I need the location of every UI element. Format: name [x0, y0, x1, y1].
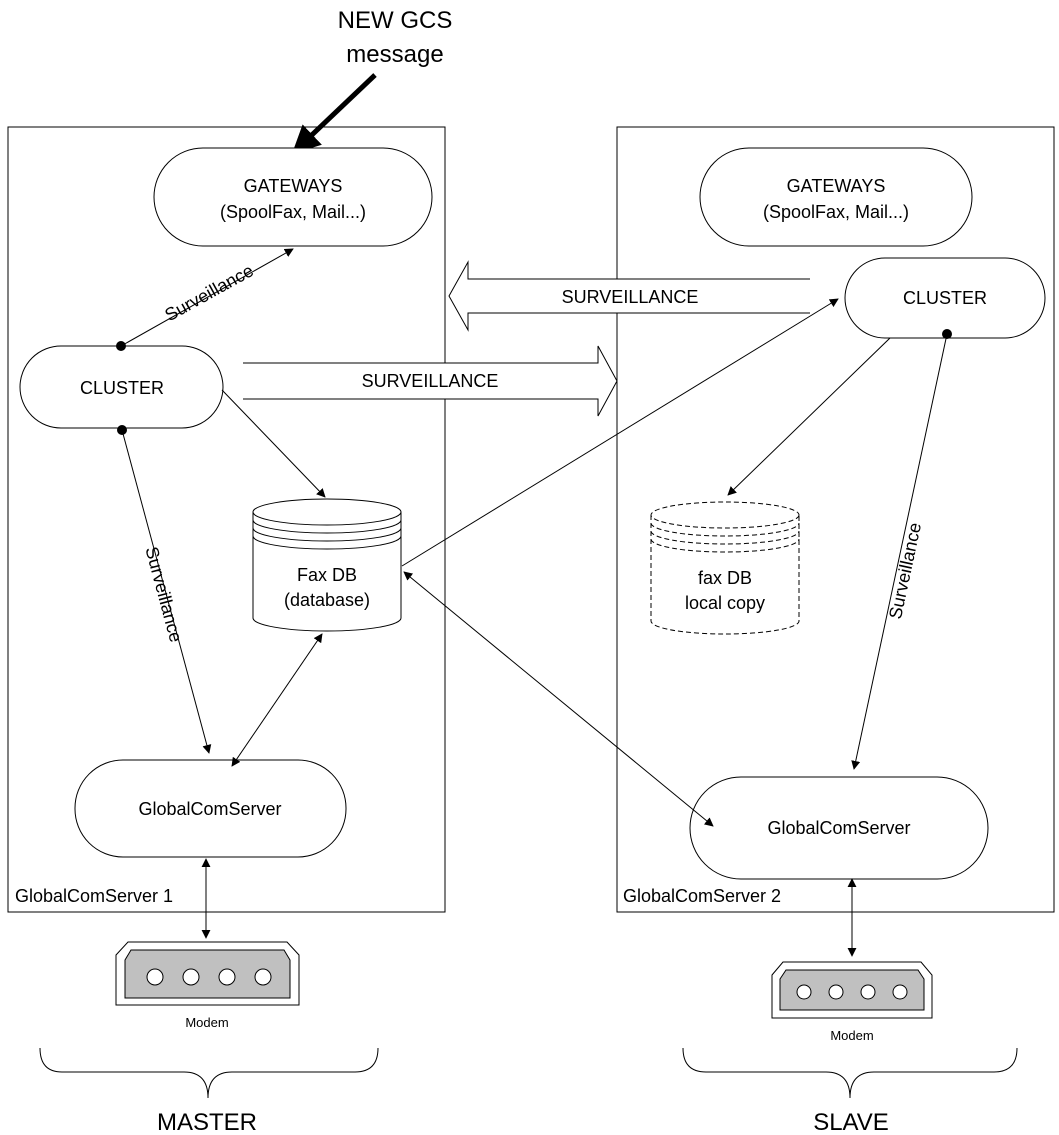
- new-message-label: NEW GCS message: [338, 7, 453, 68]
- master-cluster-server-edge: [121, 429, 212, 754]
- master-modem[interactable]: Modem: [115, 941, 300, 1030]
- master-to-slave-surveillance-arrow: SURVEILLANCE: [243, 345, 618, 417]
- master-brace: [39, 1047, 379, 1099]
- modem-led-icon: [146, 968, 164, 986]
- svg-text:GATEWAYS: GATEWAYS: [787, 176, 886, 196]
- master-faxdb-slave-cluster-edge: [401, 298, 839, 567]
- master-faxdb-slave-server-edge: [403, 571, 714, 827]
- svg-text:CLUSTER: CLUSTER: [80, 378, 164, 398]
- svg-text:SURVEILLANCE: SURVEILLANCE: [362, 371, 499, 391]
- master-server-box: [7, 126, 446, 913]
- slave-cluster-node[interactable]: CLUSTER: [844, 257, 1046, 339]
- slave-globalcomserver-node[interactable]: GlobalComServer: [689, 776, 989, 880]
- slave-cluster-server-dot: [942, 329, 952, 339]
- master-cluster-server-dot: [117, 425, 127, 435]
- svg-text:message: message: [346, 41, 443, 68]
- slave-to-master-surveillance-arrow: SURVEILLANCE: [448, 260, 810, 332]
- slave-cluster-faxdb-edge: [727, 337, 891, 496]
- svg-text:GlobalComServer: GlobalComServer: [138, 799, 281, 819]
- slave-server-box: [616, 126, 1055, 913]
- slave-modem[interactable]: Modem: [771, 961, 933, 1043]
- master-gateway-surveillance-label: Surveillance: [161, 260, 256, 325]
- svg-text:GlobalComServer: GlobalComServer: [767, 818, 910, 838]
- slave-server-surveillance-label: Surveillance: [885, 521, 925, 621]
- svg-text:(SpoolFax, Mail...): (SpoolFax, Mail...): [220, 202, 366, 222]
- modem-led-icon: [860, 984, 876, 1000]
- modem-led-icon: [218, 968, 236, 986]
- master-cluster-node[interactable]: CLUSTER: [19, 345, 224, 429]
- svg-text:local copy: local copy: [685, 593, 765, 613]
- incoming-message-arrow: [291, 73, 377, 154]
- master-server-surveillance-label: Surveillance: [141, 544, 186, 644]
- svg-text:(database): (database): [284, 590, 370, 610]
- master-role-label: MASTER: [157, 1109, 257, 1135]
- slave-gateways-node[interactable]: GATEWAYS (SpoolFax, Mail...): [699, 147, 973, 247]
- svg-text:Fax DB: Fax DB: [297, 565, 357, 585]
- slave-role-label: SLAVE: [813, 1109, 889, 1135]
- modem-led-icon: [828, 984, 844, 1000]
- slave-faxdb-node[interactable]: fax DB local copy: [650, 501, 800, 635]
- master-box-label: GlobalComServer 1: [15, 886, 173, 906]
- slave-modem-label: Modem: [830, 1028, 873, 1043]
- modem-led-icon: [182, 968, 200, 986]
- slave-box-label: GlobalComServer 2: [623, 886, 781, 906]
- modem-led-icon: [892, 984, 908, 1000]
- svg-text:fax DB: fax DB: [698, 568, 752, 588]
- slave-cluster-server-edge: [851, 333, 948, 770]
- master-faxdb-server-edge: [231, 633, 323, 767]
- master-faxdb-node[interactable]: Fax DB (database): [252, 498, 402, 632]
- master-globalcomserver-node[interactable]: GlobalComServer: [74, 759, 347, 858]
- svg-text:NEW GCS: NEW GCS: [338, 7, 453, 34]
- slave-brace: [682, 1047, 1018, 1099]
- master-cluster-gateways-dot: [116, 341, 126, 351]
- modem-led-icon: [254, 968, 272, 986]
- svg-text:GATEWAYS: GATEWAYS: [244, 176, 343, 196]
- master-modem-label: Modem: [185, 1015, 228, 1030]
- master-cluster-faxdb-edge: [221, 389, 326, 498]
- svg-text:CLUSTER: CLUSTER: [903, 288, 987, 308]
- svg-text:(SpoolFax, Mail...): (SpoolFax, Mail...): [763, 202, 909, 222]
- master-cluster-gateways-edge: [120, 248, 294, 347]
- modem-led-icon: [796, 984, 812, 1000]
- master-gateways-node[interactable]: GATEWAYS (SpoolFax, Mail...): [153, 147, 433, 247]
- svg-text:SURVEILLANCE: SURVEILLANCE: [562, 287, 699, 307]
